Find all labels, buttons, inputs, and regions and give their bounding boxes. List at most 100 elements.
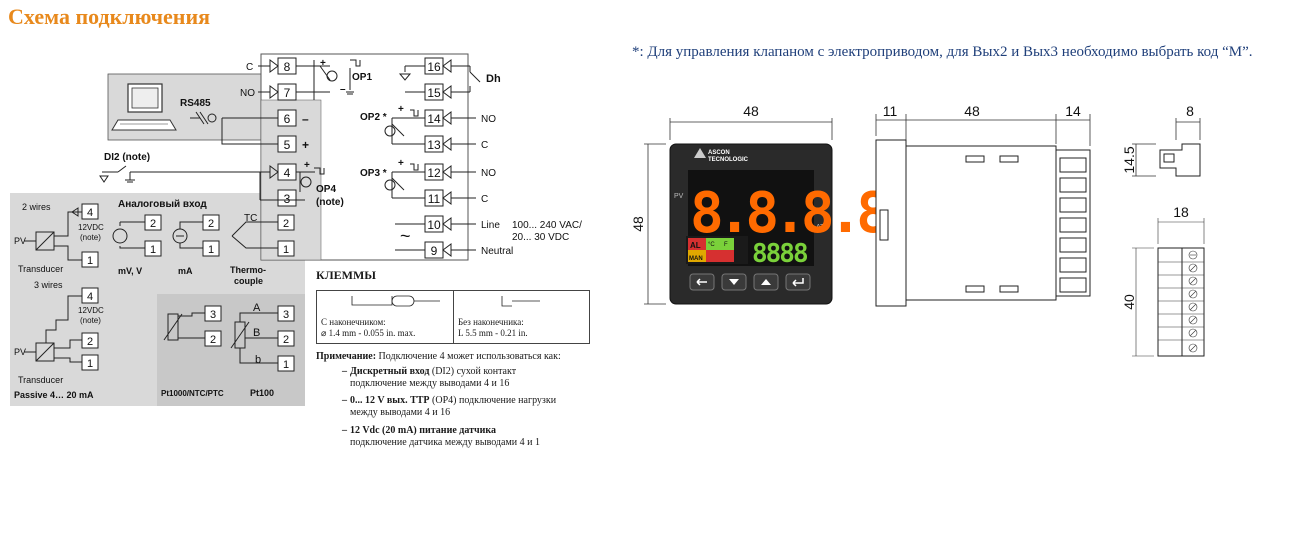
left-terminals — [277, 57, 297, 207]
terminal-6: 6 — [284, 112, 291, 126]
pv-label: PV — [674, 193, 684, 200]
terminal-15: 15 — [427, 86, 441, 100]
dim-side-b: 48 — [964, 103, 980, 119]
at-label: AT — [816, 224, 825, 231]
brand2: TECNOLOGIC — [708, 157, 749, 163]
svg-text:A: A — [253, 302, 261, 314]
svg-text:1: 1 — [283, 244, 289, 256]
pt1000-label: Pt1000/NTC/PTC — [161, 389, 224, 398]
label-neutral: Neutral — [481, 246, 513, 257]
svg-text:+: + — [398, 104, 404, 115]
secondary-display: 8888 — [752, 239, 808, 269]
svg-text:MAN: MAN — [689, 256, 703, 262]
terminal-8: 8 — [284, 60, 291, 74]
remark-item: –0... 12 V вых. TTP (OP4) подключение на… — [342, 395, 557, 418]
label-op3: OP3 * — [360, 168, 387, 179]
svg-text:(note): (note) — [80, 233, 101, 242]
dim-conn-w: 8 — [1186, 103, 1194, 119]
svg-text:°C: °C — [708, 242, 715, 248]
svg-text:2: 2 — [87, 336, 93, 348]
dim-side-a: 11 — [883, 103, 898, 119]
svg-text:F: F — [724, 242, 728, 248]
klemmy-title: КЛЕММЫ — [316, 268, 377, 282]
valve-note: *: Для управления клапаном с электроприв… — [632, 44, 1253, 60]
plus-5: + — [302, 138, 309, 152]
ascon-logo-icon — [694, 148, 706, 158]
label-no: NO — [240, 88, 255, 99]
svg-text:2: 2 — [283, 218, 289, 230]
svg-text:12VDC: 12VDC — [78, 306, 104, 315]
svg-text:PV: PV — [14, 347, 26, 357]
enter-icon — [792, 278, 804, 287]
dim-conn-h: 14.5 — [1121, 146, 1137, 173]
three-wires: 3 wires — [34, 280, 63, 290]
supply-1: 100... 240 VAC/ — [512, 220, 582, 231]
svg-text:2: 2 — [150, 218, 156, 230]
svg-text:3: 3 — [210, 309, 216, 321]
dim-side-c: 14 — [1065, 103, 1081, 119]
svg-text:Thermo-: Thermo- — [230, 265, 266, 275]
svg-text:+: + — [304, 160, 310, 171]
svg-text:NO: NO — [481, 168, 496, 179]
minus-6: – — [302, 112, 309, 126]
terminal-block — [1157, 247, 1205, 357]
svg-text:1: 1 — [208, 244, 214, 256]
terminal-13: 13 — [427, 138, 441, 152]
remark-item: –12 Vdc (20 mA) питание датчика подключе… — [342, 425, 540, 448]
svg-text:2: 2 — [210, 334, 216, 346]
ma-label: mA — [178, 266, 193, 276]
svg-text:C: C — [481, 194, 488, 205]
svg-text:+: + — [398, 158, 404, 169]
svg-text:TC: TC — [244, 213, 257, 224]
computer-icon — [111, 83, 177, 131]
label-line: Line — [481, 220, 500, 231]
label-dh: Dh — [486, 73, 501, 85]
svg-text:Transducer: Transducer — [18, 375, 63, 385]
terminal-5: 5 — [284, 138, 291, 152]
remark: Примечание: Подключение 4 может использо… — [316, 351, 561, 362]
svg-text:1: 1 — [87, 358, 93, 370]
dim-term-w: 18 — [1173, 204, 1189, 220]
label-di2: DI2 (note) — [104, 152, 150, 163]
svg-text:4: 4 — [87, 207, 93, 219]
svg-text:+: + — [320, 58, 326, 69]
label-op2: OP2 * — [360, 112, 387, 123]
svg-text:AL: AL — [690, 241, 701, 250]
svg-text:12VDC: 12VDC — [78, 223, 104, 232]
svg-text:Transducer: Transducer — [18, 264, 63, 274]
remark-item: –Дискретный вход (DI2) сухой контакт под… — [342, 366, 517, 389]
klemmy-without-ferrule: Без наконечника: L 5.5 mm - 0.21 in. — [458, 317, 528, 338]
label-op1: OP1 — [352, 72, 372, 83]
down-arrow-icon — [729, 279, 739, 285]
two-wires: 2 wires — [22, 202, 51, 212]
dim-front-width: 48 — [743, 103, 759, 119]
connector-detail — [1159, 143, 1201, 177]
label-c: C — [246, 62, 253, 73]
terminal-7: 7 — [284, 86, 291, 100]
label-rs485: RS485 — [180, 98, 211, 109]
svg-text:C: C — [481, 140, 488, 151]
svg-text:PV: PV — [14, 236, 26, 246]
terminal-14: 14 — [427, 112, 441, 126]
terminal-10: 10 — [427, 218, 441, 232]
klemmy-table: С наконечником: ⌀ 1.4 mm - 0.055 in. max… — [316, 290, 590, 344]
svg-text:2: 2 — [208, 218, 214, 230]
label-op4-note: (note) — [316, 197, 344, 208]
dim-front-height: 48 — [630, 216, 646, 232]
svg-text:1: 1 — [87, 255, 93, 267]
svg-text:B: B — [253, 327, 260, 339]
main-display: 8.8.8.8 — [690, 181, 887, 246]
terminal-12: 12 — [427, 166, 441, 180]
svg-text:–: – — [340, 84, 346, 95]
ac-symbol: ~ — [400, 226, 411, 246]
up-arrow-icon — [761, 279, 771, 285]
terminal-11: 11 — [428, 192, 441, 206]
svg-text:NO: NO — [481, 114, 496, 125]
supply-2: 20... 30 VDC — [512, 232, 569, 243]
svg-text:1: 1 — [283, 359, 289, 371]
svg-text:b: b — [255, 354, 261, 366]
svg-text:couple: couple — [234, 276, 263, 286]
label-op4: OP4 — [316, 184, 336, 195]
svg-text:(note): (note) — [80, 316, 101, 325]
page-title: Схема подключения — [8, 4, 211, 29]
